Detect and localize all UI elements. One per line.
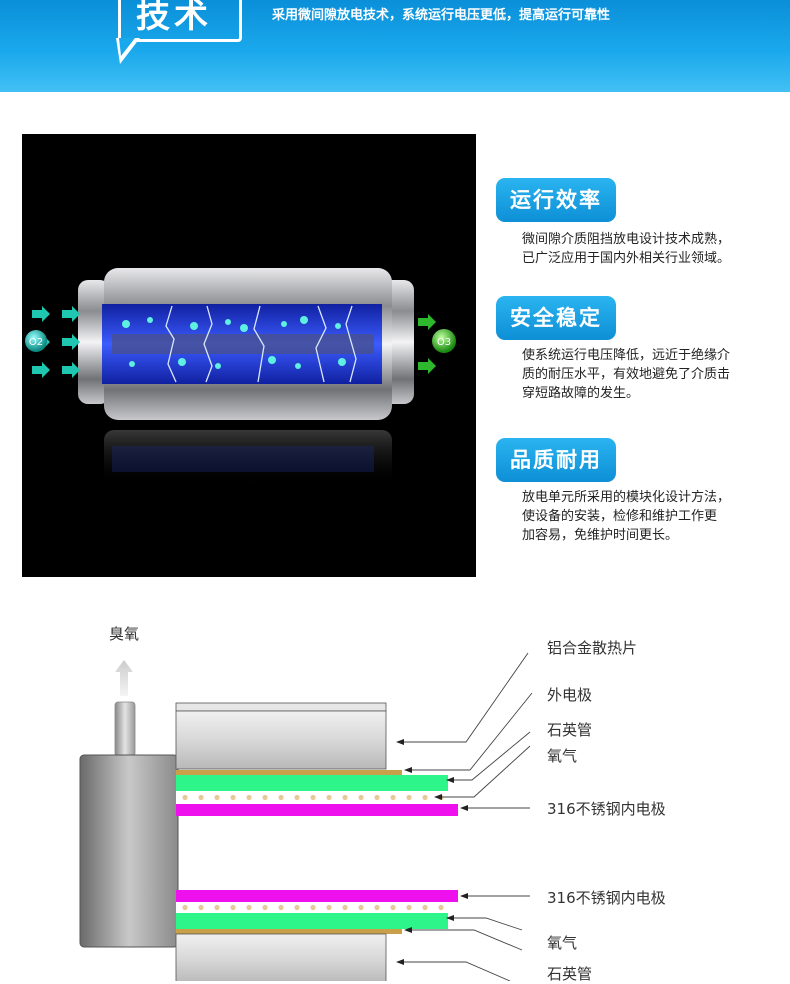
outlet-pipe — [114, 701, 136, 757]
feature-title-efficiency: 运行效率 — [496, 178, 616, 222]
end-housing — [79, 754, 179, 948]
heatsink-top — [175, 710, 387, 770]
label-inner-electrode-2: 316不锈钢内电极 — [547, 889, 666, 907]
label-inner-electrode: 316不锈钢内电极 — [547, 800, 666, 818]
ozone-bubble — [432, 329, 456, 353]
desc-line: 穿短路故障的发生。 — [522, 386, 640, 401]
label-oxygen: 氧气 — [547, 747, 578, 765]
ozone-generator-photo: O2 O3 — [22, 134, 476, 577]
inner-electrode-top — [176, 804, 458, 816]
oxygen-particles-bottom — [182, 904, 444, 911]
label-outer-electrode: 外电极 — [547, 686, 593, 704]
discharge-sparks — [165, 305, 357, 383]
feature-title-durability: 品质耐用 — [496, 438, 616, 482]
feature-desc-safety: 使系统运行电压降低，远近于绝缘介 质的耐压水平，有效地避免了介质击 穿短路故障的… — [522, 346, 772, 403]
feature-desc-durability: 放电单元所采用的模块化设计方法， 使设备的安装，检修和维护工作更 加容易，免维护… — [522, 488, 772, 545]
banner-title: 技术 — [136, 0, 212, 36]
outer-electrode-top — [176, 770, 402, 775]
speech-bubble-tail-inner — [119, 38, 135, 56]
leader-arrowheads — [396, 739, 468, 965]
desc-line: 使系统运行电压降低，远近于绝缘介 — [522, 348, 731, 363]
oxygen-bubble — [25, 330, 47, 352]
outflow-arrows — [418, 314, 436, 374]
ozone-tube-illustration: O2 O3 — [25, 268, 456, 488]
tube-reflection — [104, 430, 392, 488]
heatsink-top-rim — [175, 702, 387, 712]
ozone-output-arrow — [115, 660, 133, 696]
gas-out-label: O3 — [437, 337, 451, 348]
feature-title-safety: 安全稳定 — [496, 296, 616, 340]
outer-electrode-bottom — [176, 929, 402, 934]
quartz-tube-top — [176, 775, 448, 791]
oxygen-molecules — [122, 316, 346, 369]
desc-line: 使设备的安装，检修和维护工作更 — [522, 509, 718, 524]
label-oxygen-2: 氧气 — [547, 934, 578, 952]
desc-line: 放电单元所采用的模块化设计方法， — [522, 490, 731, 505]
speech-bubble-frame — [118, 0, 242, 42]
ozone-output-label: 臭氧 — [109, 625, 140, 643]
label-quartz-tube: 石英管 — [547, 721, 593, 739]
desc-line: 已广泛应用于国内外相关行业领域。 — [522, 251, 731, 266]
desc-line: 微间隙介质阻挡放电设计技术成熟， — [522, 232, 731, 247]
label-heatsink: 铝合金散热片 — [547, 639, 638, 657]
electrode-cross-section-diagram — [79, 652, 533, 981]
banner-subtitle: 采用微间隙放电技术，系统运行电压更低，提高运行可靠性 — [272, 8, 611, 23]
quartz-tube-bottom — [176, 913, 448, 929]
label-quartz-tube-2: 石英管 — [547, 965, 593, 983]
desc-line: 质的耐压水平，有效地避免了介质击 — [522, 367, 731, 382]
inner-electrode-bottom — [176, 890, 458, 902]
inner-electrode-rod — [112, 334, 374, 354]
gas-in-label: O2 — [29, 337, 43, 348]
desc-line: 加容易，免维护时间更长。 — [522, 528, 679, 543]
heatsink-bottom — [175, 933, 387, 981]
leader-lines — [402, 652, 533, 981]
header-banner: 技术 采用微间隙放电技术，系统运行电压更低，提高运行可靠性 — [0, 0, 790, 92]
feature-desc-efficiency: 微间隙介质阻挡放电设计技术成熟， 已广泛应用于国内外相关行业领域。 — [522, 230, 772, 268]
